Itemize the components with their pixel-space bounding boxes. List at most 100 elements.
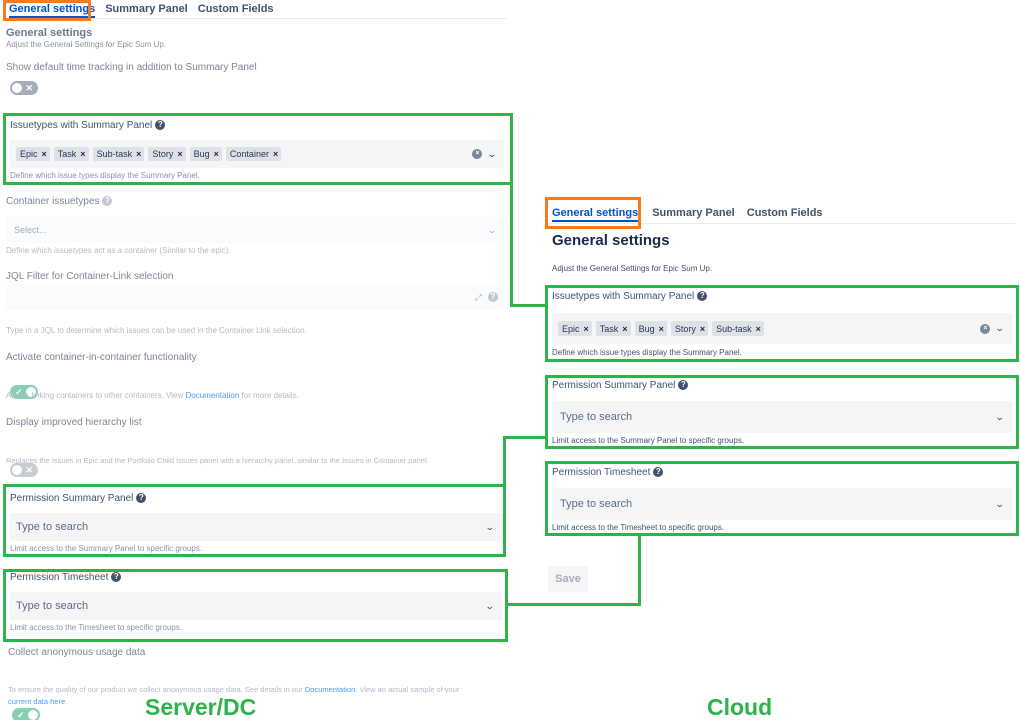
toggle-off-icon: ✕	[25, 465, 33, 475]
server-time-tracking-toggle[interactable]: ✕	[10, 81, 38, 95]
issuetype-chip: Sub-task×	[712, 321, 764, 336]
cloud-issuetypes-label: Issuetypes with Summary Panel?	[552, 291, 708, 302]
server-issuetypes-label: Issuetypes with Summary Panel?	[10, 120, 166, 131]
cloud-permission-summary-highlight	[545, 375, 1019, 449]
help-icon[interactable]: ?	[155, 120, 166, 131]
summary-connector-vertical	[503, 436, 506, 486]
server-anonymous-data-toggle[interactable]: ✓	[12, 708, 40, 720]
remove-icon[interactable]: ×	[622, 323, 628, 334]
select-placeholder: Type to search	[16, 521, 89, 533]
help-icon[interactable]: ?	[653, 467, 664, 478]
help-icon[interactable]: ?	[488, 292, 498, 302]
server-jql-filter-input[interactable]: ⤢ ?	[6, 284, 504, 310]
server-issuetypes-select[interactable]: Epic× Task× Sub-task× Story× Bug× Contai…	[10, 140, 504, 168]
server-container-issuetypes-desc: Define which issuetypes act as a contain…	[6, 246, 231, 255]
cloud-tab-general-settings[interactable]: General settings	[548, 207, 644, 223]
cloud-permission-summary-label: Permission Summary Panel?	[552, 380, 689, 391]
remove-icon[interactable]: ×	[658, 323, 664, 334]
server-page-title: General settings	[6, 27, 93, 39]
remove-icon[interactable]: ×	[41, 149, 47, 159]
server-permission-timesheet-label: Permission Timesheet?	[10, 572, 122, 583]
server-container-in-container-toggle[interactable]: ✓	[10, 385, 38, 399]
chevron-down-icon[interactable]: ⌄	[995, 498, 1006, 509]
help-icon[interactable]: ?	[102, 196, 113, 207]
cloud-permission-summary-select[interactable]: Type to search ⌄	[552, 401, 1012, 433]
help-icon[interactable]: ?	[697, 291, 708, 302]
chevron-down-icon[interactable]: ⌄	[487, 148, 498, 159]
select-placeholder: Type to search	[560, 498, 633, 510]
save-button[interactable]: Save	[548, 566, 588, 592]
cloud-permission-timesheet-desc: Limit access to the Timesheet to specifi…	[552, 523, 725, 532]
chevron-down-icon[interactable]: ⌄	[485, 521, 496, 532]
issuetype-chip: Task×	[595, 321, 631, 336]
remove-icon[interactable]: ×	[177, 149, 183, 159]
remove-icon[interactable]: ×	[755, 323, 761, 334]
server-time-tracking-label: Show default time tracking in addition t…	[6, 62, 257, 73]
issuetype-chip: Bug×	[189, 147, 222, 161]
server-tab-summary-panel[interactable]: Summary Panel	[105, 3, 188, 15]
server-caption: Server/DC	[145, 694, 257, 720]
server-tab-custom-fields[interactable]: Custom Fields	[197, 3, 274, 15]
server-jql-filter-desc: Type in a JQL to determine which issues …	[6, 326, 307, 335]
cloud-caption: Cloud	[707, 694, 773, 720]
current-data-link[interactable]: current data here	[8, 697, 66, 706]
cloud-issuetypes-chips: Epic× Task× Bug× Story× Sub-task×	[552, 321, 980, 336]
server-issuetypes-highlight	[3, 113, 513, 185]
clear-icon[interactable]: ×	[980, 323, 991, 334]
server-container-in-container-label: Activate container-in-container function…	[6, 352, 197, 363]
remove-icon[interactable]: ×	[272, 149, 279, 159]
issuetypes-connector-horizontal	[510, 304, 548, 307]
server-container-issuetypes-select[interactable]: Select... ⌄	[6, 217, 504, 243]
help-icon[interactable]: ?	[111, 572, 122, 583]
server-page-subtitle: Adjust the General Settings for Epic Sum…	[6, 40, 167, 49]
issuetype-chip: Bug×	[634, 321, 667, 336]
timesheet-connector-horizontal	[506, 603, 641, 606]
server-hierarchy-list-label: Display improved hierarchy list	[6, 417, 142, 428]
expand-icon[interactable]: ⤢	[474, 291, 482, 302]
cloud-issuetypes-highlight	[545, 285, 1019, 362]
server-container-in-container-desc: Allows linking containers to other conta…	[6, 391, 299, 400]
server-permission-summary-label: Permission Summary Panel?	[10, 493, 147, 504]
issuetype-chip: Epic×	[16, 147, 50, 161]
server-permission-timesheet-select[interactable]: Type to search ⌄	[10, 592, 502, 620]
cloud-tab-custom-fields[interactable]: Custom Fields	[746, 207, 823, 219]
server-container-issuetypes-label: Container issuetypes?	[6, 196, 113, 207]
server-permission-summary-desc: Limit access to the Summary Panel to spe…	[10, 544, 203, 553]
issuetypes-connector-vertical	[510, 183, 513, 307]
issuetype-chip: Epic×	[558, 321, 592, 336]
issuetype-chip: Story×	[148, 147, 186, 161]
select-placeholder: Select...	[14, 225, 47, 235]
remove-icon[interactable]: ×	[80, 149, 86, 159]
issuetype-chip: Task×	[53, 147, 89, 161]
chevron-down-icon[interactable]: ⌄	[487, 224, 498, 235]
documentation-link[interactable]: Documentation	[304, 685, 356, 694]
documentation-link[interactable]: Documentation	[185, 391, 240, 400]
server-permission-summary-select[interactable]: Type to search ⌄	[10, 513, 502, 541]
summary-connector-horizontal	[503, 436, 548, 439]
help-icon[interactable]: ?	[678, 380, 689, 391]
toggle-on-icon: ✓	[17, 710, 25, 720]
remove-icon[interactable]: ×	[136, 149, 142, 159]
remove-icon[interactable]: ×	[699, 323, 706, 334]
server-tab-highlight	[3, 0, 91, 21]
server-permission-timesheet-highlight	[3, 569, 508, 642]
server-tab-general-settings[interactable]: General settings	[5, 3, 101, 18]
server-permission-timesheet-desc: Limit access to the Timesheet to specifi…	[10, 623, 183, 632]
clear-icon[interactable]: ×	[472, 149, 483, 159]
chevron-down-icon[interactable]: ⌄	[485, 600, 496, 611]
server-permission-summary-highlight	[3, 484, 506, 557]
chevron-down-icon[interactable]: ⌄	[995, 411, 1006, 422]
server-anonymous-data-desc: To ensure the quality of our product we …	[8, 685, 460, 694]
chevron-down-icon[interactable]: ⌄	[995, 323, 1006, 333]
remove-icon[interactable]: ×	[213, 149, 219, 159]
remove-icon[interactable]: ×	[583, 323, 589, 334]
cloud-permission-timesheet-select[interactable]: Type to search ⌄	[552, 488, 1012, 520]
server-hierarchy-list-desc: Replaces the Issues in Epic and the Port…	[6, 456, 429, 465]
cloud-issuetypes-select[interactable]: Epic× Task× Bug× Story× Sub-task× × ⌄	[552, 313, 1012, 344]
cloud-tab-highlight	[545, 197, 641, 229]
help-icon[interactable]: ?	[136, 493, 147, 504]
server-anonymous-data-label: Collect anonymous usage data	[8, 647, 146, 658]
cloud-tab-summary-panel[interactable]: Summary Panel	[652, 207, 735, 219]
server-hierarchy-list-toggle[interactable]: ✕	[10, 463, 38, 477]
cloud-tab-bar: General settings Summary Panel Custom Fi…	[548, 203, 1015, 224]
